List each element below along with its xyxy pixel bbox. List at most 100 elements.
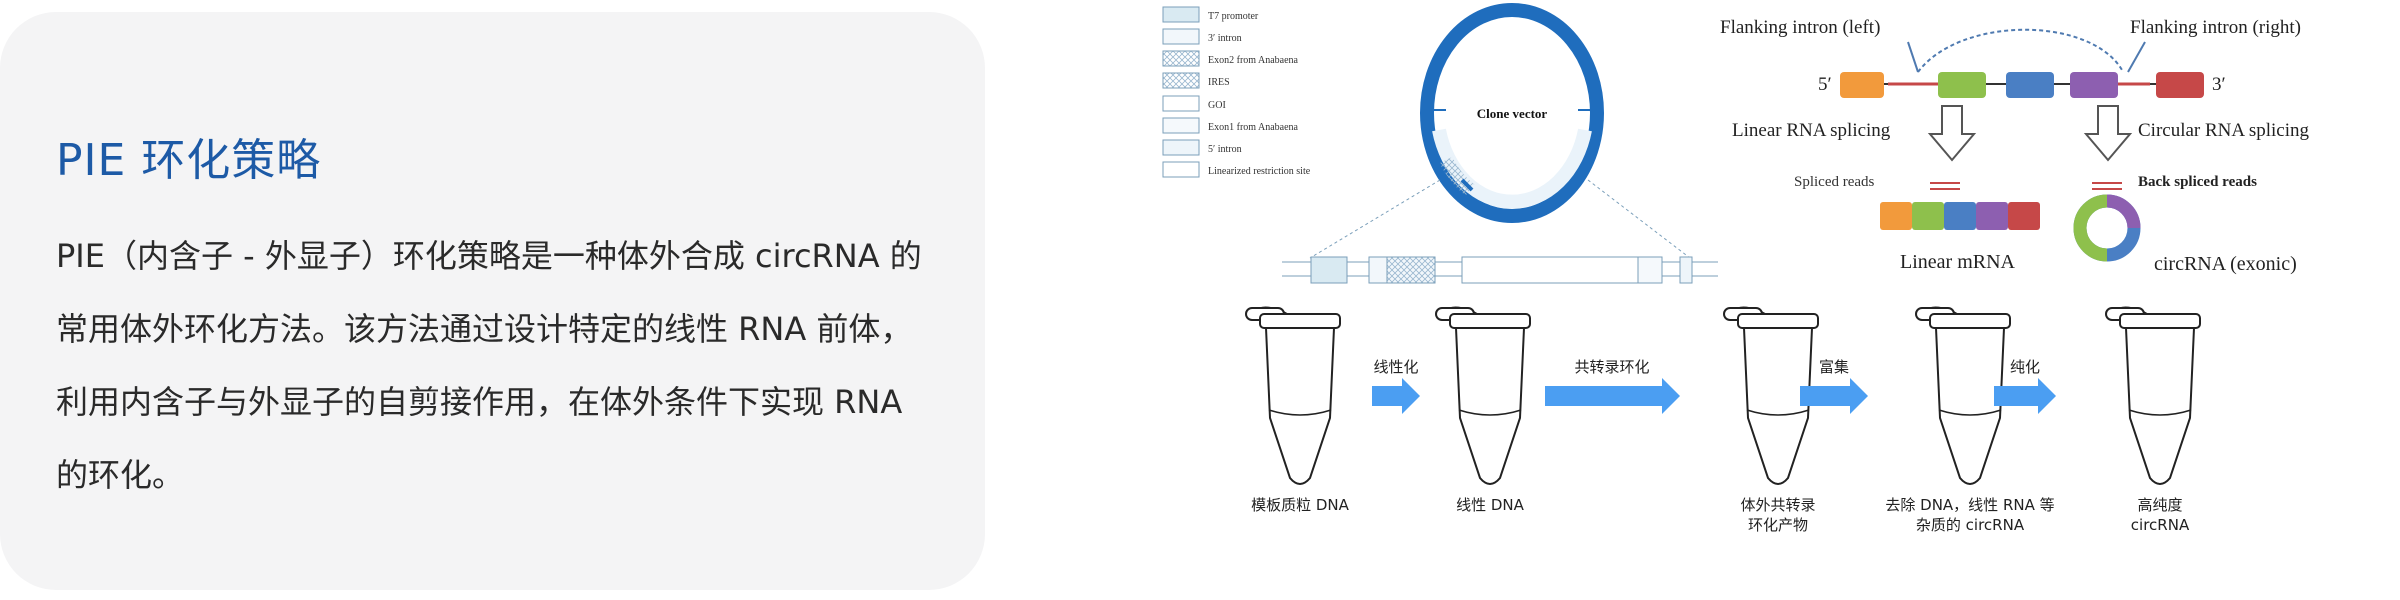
legend-3-intron: 3′ intron <box>1208 33 1242 44</box>
pre-rna-exon-orange <box>1840 72 1884 98</box>
card-title: PIE 环化策略 <box>56 135 322 186</box>
left-intron-pointer <box>1907 41 1919 73</box>
construct-5-intron <box>1679 256 1693 284</box>
linear-splicing-label: Linear RNA splicing <box>1732 120 1891 141</box>
back-spliced-reads-label: Back spliced reads <box>2138 174 2257 190</box>
construct-goi <box>1461 256 1651 284</box>
tube-liquid-line <box>1746 409 1810 416</box>
step-label: 纯化 <box>2010 358 2040 376</box>
tube-body <box>1934 327 2006 485</box>
legend-restriction-site: Linearized restriction site <box>1208 166 1311 177</box>
card-description: PIE（内含子 - 外显子）环化策略是一种体外合成 circRNA 的常用体外环… <box>56 237 922 494</box>
tube-liquid-line <box>2128 409 2192 416</box>
tube-body <box>1742 327 1814 485</box>
back-splice-arc <box>1917 28 2123 73</box>
mrna-exon-green <box>1912 202 1944 230</box>
three-prime-label: 3′ <box>2212 74 2226 95</box>
construct-exon2 <box>1386 256 1436 284</box>
tube-liquid-line <box>1268 409 1332 416</box>
step-label: 共转录环化 <box>1574 358 1649 376</box>
linear-splicing-arrow <box>1927 105 1977 162</box>
tube-label-line1: 线性 DNA <box>1456 496 1525 514</box>
construct-exon1 <box>1637 256 1663 284</box>
strategy-card: PIE 环化策略 PIE（内含子 - 外显子）环化策略是一种体外合成 circR… <box>0 12 985 590</box>
legend-swatch-3-intron <box>1162 28 1200 45</box>
tube-liquid-line <box>1458 409 1522 416</box>
legend-exon2: Exon2 from Anabaena <box>1208 55 1299 66</box>
legend-5-intron: 5′ intron <box>1208 144 1242 155</box>
tube-cap <box>1929 313 2011 329</box>
tube-label-line1: 模板质粒 DNA <box>1251 496 1350 514</box>
legend-swatch-t7 <box>1162 6 1200 23</box>
linear-mrna-label: Linear mRNA <box>1900 251 2016 273</box>
pre-rna-exon-blue <box>2006 72 2054 98</box>
pre-rna-exon-purple <box>2070 72 2118 98</box>
circrna-label: circRNA (exonic) <box>2154 253 2297 275</box>
vector-backbone-ring <box>1420 3 1604 223</box>
zoom-line-left <box>1309 179 1441 259</box>
right-intron-label: Flanking intron (right) <box>2130 17 2301 38</box>
left-intron-label: Flanking intron (left) <box>1720 17 1880 38</box>
tube-5: 高纯度 circRNA <box>2105 306 2201 534</box>
legend-ires: IRES <box>1208 77 1230 88</box>
mrna-exon-blue <box>1944 202 1976 230</box>
step-arrow-shape <box>1545 378 1680 414</box>
step-arrow-shape <box>1372 378 1420 414</box>
splicing-mechanism: Flanking intron (left) Flanking intron (… <box>1720 17 2309 275</box>
construct-t7-promoter <box>1310 256 1348 284</box>
legend-swatch-5-intron <box>1162 139 1200 156</box>
tube-label-line2: circRNA <box>2131 516 2190 534</box>
legend-exon1: Exon1 from Anabaena <box>1208 122 1299 133</box>
tube-label-line1: 高纯度 <box>2137 496 2182 514</box>
step-arrow-4: 纯化 <box>1994 358 2056 414</box>
tube-cap <box>2119 313 2201 329</box>
tube-label-line2: 杂质的 circRNA <box>1916 516 2025 534</box>
legend-swatch-restriction <box>1162 161 1200 178</box>
circrna-purple-arc <box>2106 194 2141 229</box>
step-label: 线性化 <box>1373 358 1418 376</box>
tube-2: 线性 DNA <box>1435 306 1531 514</box>
step-arrow-1: 线性化 <box>1372 358 1420 414</box>
vector-restriction-mark <box>1460 178 1474 192</box>
legend-swatch-exon1 <box>1162 117 1200 134</box>
vector-legend: T7 promoter 3′ intron Exon2 from Anabaen… <box>1162 6 1311 178</box>
five-prime-label: 5′ <box>1818 74 1832 95</box>
mrna-exon-purple <box>1976 202 2008 230</box>
legend-swatch-exon2 <box>1162 50 1200 67</box>
legend-t7-promoter: T7 promoter <box>1208 11 1259 22</box>
circrna-green-arc <box>2073 227 2108 262</box>
tube-body <box>2124 327 2196 485</box>
tube-cap <box>1259 313 1341 329</box>
tube-body <box>1264 327 1336 485</box>
tube-cap <box>1737 313 1819 329</box>
mrna-exon-red <box>2008 202 2040 230</box>
tube-label-line1: 体外共转录 <box>1740 496 1815 514</box>
step-label: 富集 <box>1819 358 1849 376</box>
legend-swatch-ires <box>1162 72 1200 89</box>
right-intron-pointer <box>2127 41 2146 73</box>
linear-construct <box>1282 256 1718 284</box>
mrna-exon-orange <box>1880 202 1912 230</box>
pre-rna-exon-green <box>1938 72 1986 98</box>
tube-label-line1: 去除 DNA，线性 RNA 等 <box>1885 496 2054 514</box>
step-arrow-shape <box>1994 378 2056 414</box>
tube-cap <box>1449 313 1531 329</box>
step-arrow-3: 富集 <box>1800 358 1868 414</box>
tube-body <box>1454 327 1526 485</box>
step-arrow-shape <box>1800 378 1868 414</box>
tube-1: 模板质粒 DNA <box>1245 306 1350 514</box>
tube-liquid-line <box>1938 409 2002 416</box>
pre-rna-exon-red <box>2156 72 2204 98</box>
spliced-reads-label: Spliced reads <box>1794 174 1875 190</box>
circular-splicing-label: Circular RNA splicing <box>2138 120 2309 141</box>
tube-label-line2: 环化产物 <box>1748 516 1808 534</box>
legend-goi: GOI <box>1208 100 1226 111</box>
clone-vector: Clone vector <box>1309 3 1691 259</box>
vector-center-label: Clone vector <box>1477 106 1548 121</box>
step-arrow-2: 共转录环化 <box>1545 358 1680 414</box>
legend-swatch-goi <box>1162 95 1200 112</box>
